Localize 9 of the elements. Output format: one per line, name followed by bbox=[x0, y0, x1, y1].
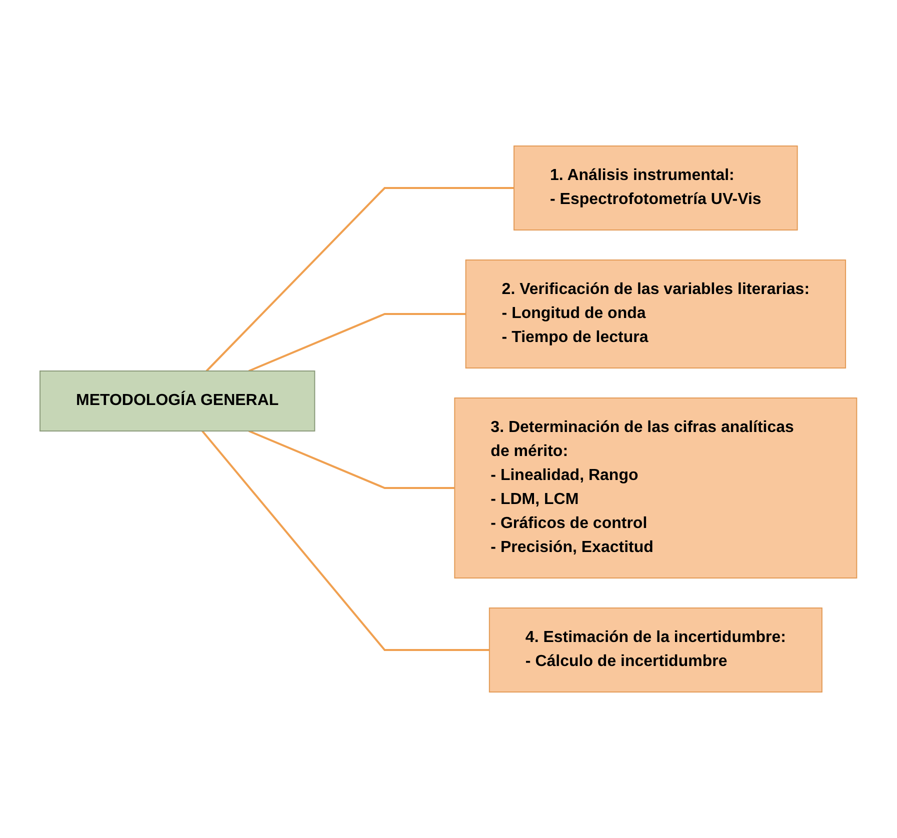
connector bbox=[206, 187, 514, 372]
connector bbox=[248, 430, 455, 489]
connector bbox=[202, 430, 490, 651]
node-box: METODOLOGÍA GENERAL bbox=[40, 370, 316, 432]
node-box: 1. Análisis instrumental: - Espectrofotometría UV-Vis bbox=[514, 146, 798, 230]
node-box: 4. Estimación de la incertidumbre: - Cálculo de incertidumbre bbox=[489, 608, 823, 692]
connector bbox=[248, 313, 466, 372]
node-box: 2. Verificación de las variables literarias: - Longitud de onda - Tiempo de lectura bbox=[465, 260, 846, 368]
node-box: 3. Determinación de las cifras analíticas de mérito: - Linealidad, Rango - LDM, LCM - Gráficos de control - Precisión, Exactitud bbox=[454, 398, 858, 578]
